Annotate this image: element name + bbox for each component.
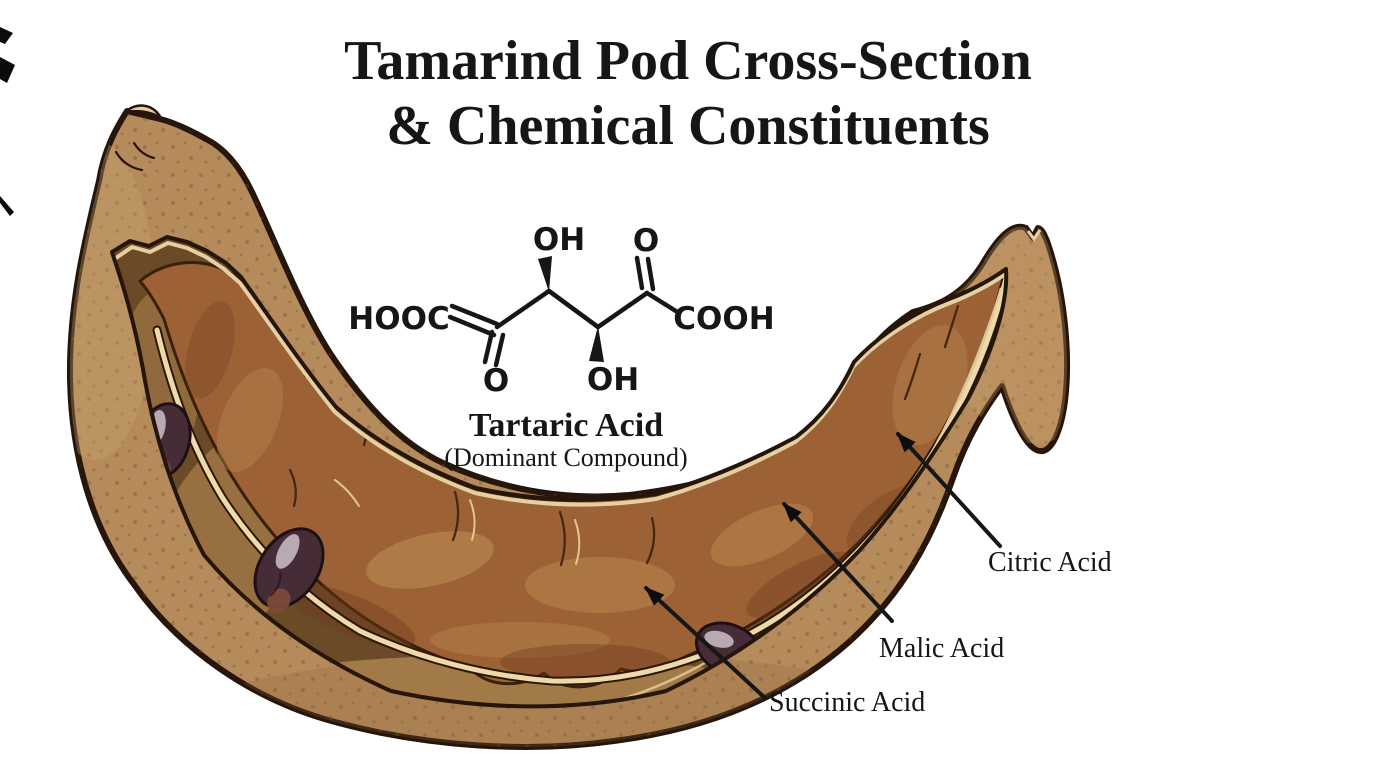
bond-carbonyl-down-b [493,332,506,368]
compound-subtitle: (Dominant Compound) [444,443,687,472]
pulp-vein [152,269,1007,686]
tip-notch [1026,229,1042,242]
bond-c4-cooh [644,290,682,316]
bond-double-1b [447,314,497,338]
atom-hooc: HOOC [348,301,449,337]
stem-wrinkle [114,150,144,172]
malic-acid-arrow [782,502,894,623]
edge-mark [0,57,15,83]
tamarind-seed [253,527,325,614]
left-edge-artifacts [0,27,15,216]
bond-c1-c2 [494,288,552,330]
bond-c2-c3 [546,288,601,330]
pulp-highlights [216,325,968,658]
bond-c3-c4 [595,290,650,330]
atom-oh-top: OH [533,222,585,258]
atom-cooh: COOH [673,301,774,337]
malic-acid-label: Malic Acid [879,633,1004,664]
stem-cut-tip [124,104,163,120]
edge-mark [0,196,14,216]
shell-left-highlight [69,140,155,460]
diagram-title: Tamarind Pod Cross-Section & Chemical Co… [344,30,1032,157]
atom-o-bottom: O [483,363,509,399]
compound-name: Tartaric Acid [469,407,663,444]
citric-acid-arrow [896,432,1002,548]
wedge-bond-oh-bottom [589,326,604,362]
page-title-line-2: & Chemical Constituents [386,95,990,157]
bond-carbonyl-up-a [634,255,645,291]
tartaric-acid-structure: OH O HOOC COOH O OH Tartaric Acid (Domin… [348,222,774,472]
torn-shell-edge [114,241,1006,507]
succinic-acid-label: Succinic Acid [769,687,925,718]
bond-double-1a [449,303,500,327]
wedge-bond-oh-top [538,256,552,292]
bond-carbonyl-up-b [645,256,656,292]
bond-carbonyl-down-a [482,329,495,365]
page-title-line-1: Tamarind Pod Cross-Section [344,30,1032,92]
stem-wrinkle [132,141,156,160]
acid-annotations: Citric Acid Malic Acid Succinic Acid [644,432,1112,718]
atom-o-top: O [633,223,659,259]
edge-mark [0,27,13,44]
citric-acid-label: Citric Acid [988,547,1112,578]
succinic-acid-arrow [644,586,766,699]
atom-oh-bottom: OH [587,362,639,398]
